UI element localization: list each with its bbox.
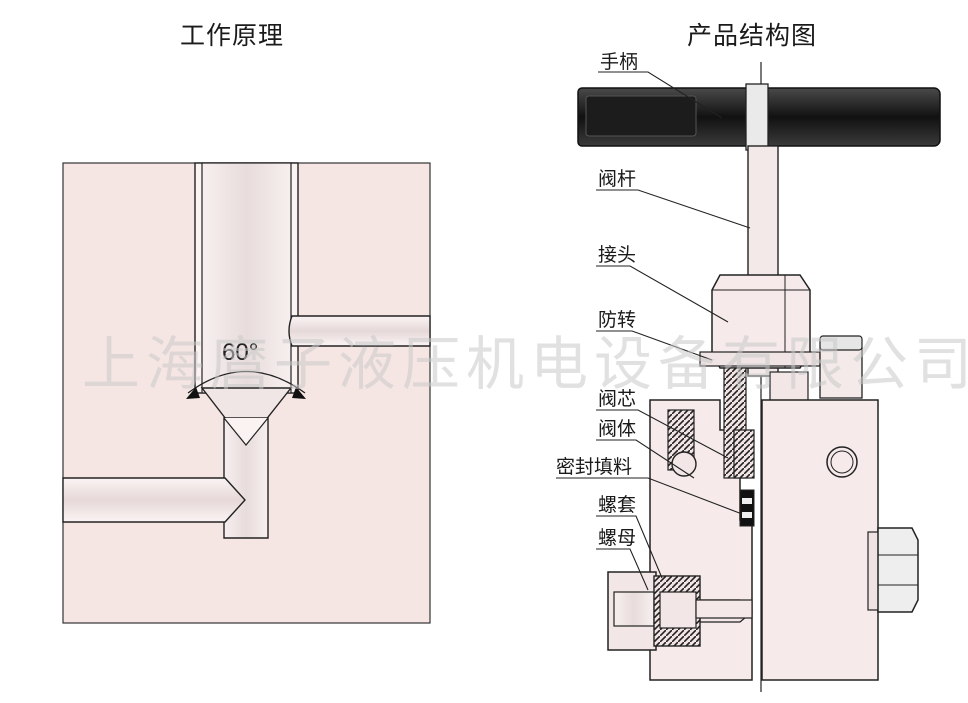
structure-title: 产品结构图: [687, 21, 818, 50]
angle-arrow-right-icon: [292, 387, 306, 399]
label-stem: 阀杆: [598, 168, 636, 190]
label-sleeve: 螺套: [598, 494, 636, 516]
label-connector: 接头: [598, 244, 636, 266]
watermark-text: 上海麿子液压机电设备有限公司: [82, 330, 968, 398]
label-anti-rotation: 防转: [598, 309, 636, 331]
nut-sleeve-part: [607, 571, 753, 651]
structure-diagram: 手柄 阀杆 接头 防转 阀芯 阀体 密封填料 螺套 螺母: [556, 51, 941, 692]
principle-title: 工作原理: [180, 21, 285, 50]
label-handle: 手柄: [600, 51, 638, 73]
leader-lines: [556, 71, 751, 591]
packing-part: [739, 489, 755, 527]
angle-label: 60°: [222, 339, 258, 366]
angle-arrow-left-icon: [186, 387, 200, 399]
side-fitting-part: [867, 527, 919, 613]
handle-part: [577, 83, 941, 151]
label-nut: 螺母: [598, 527, 636, 549]
label-valve-body: 阀体: [598, 418, 636, 440]
label-valve-core: 阀芯: [598, 388, 636, 410]
label-packing: 密封填料: [556, 456, 632, 478]
principle-diagram: 60°: [62, 162, 431, 624]
